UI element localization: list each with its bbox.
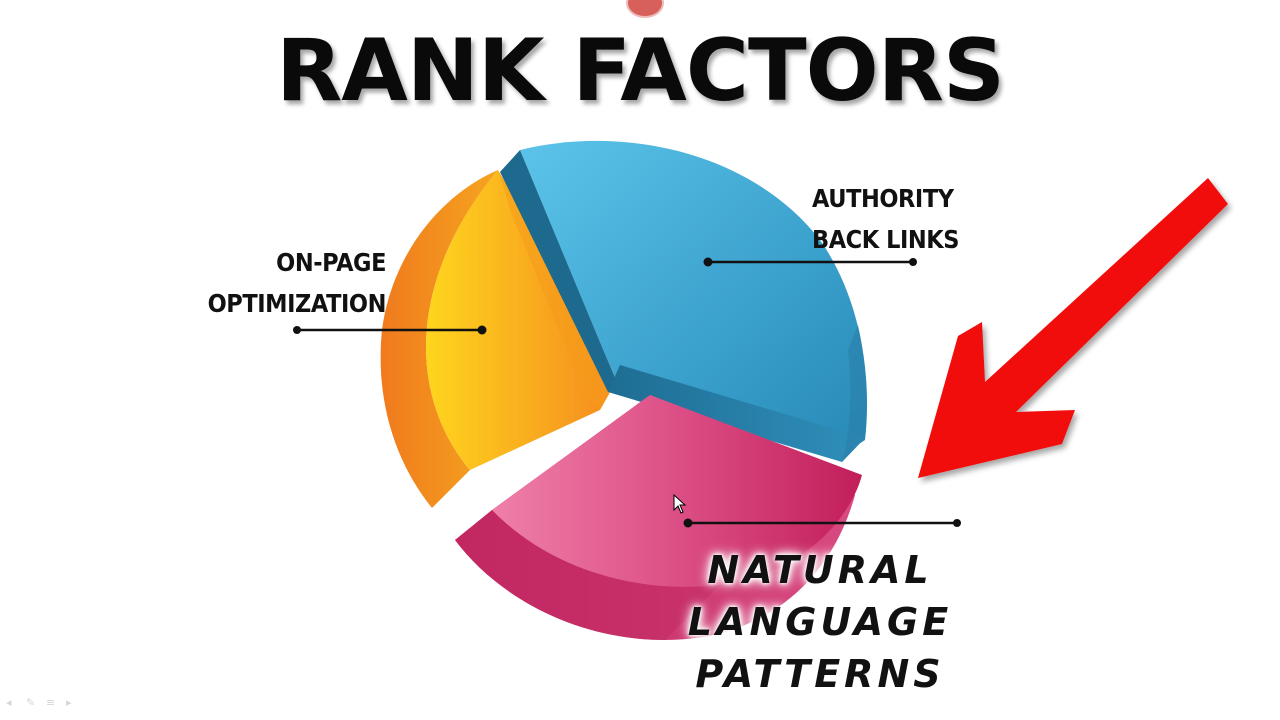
red-arrow-icon <box>918 178 1228 478</box>
next-slide-icon[interactable]: ▸ <box>66 696 72 709</box>
label-on-page-line-2: OPTIMIZATION <box>207 289 387 318</box>
prev-slide-icon[interactable]: ◂ <box>6 696 12 709</box>
leader-line-authority <box>703 257 917 267</box>
label-natural-line-3: PATTERNS <box>695 652 945 696</box>
leader-line-natural <box>683 518 961 528</box>
label-authority: AUTHORITY BACK LINKS <box>812 178 974 260</box>
label-on-page-line-1: ON-PAGE <box>276 248 386 277</box>
leader-line-on-page <box>293 325 487 335</box>
menu-icon[interactable]: ≡ <box>46 696 56 709</box>
label-on-page: ON-PAGE OPTIMIZATION <box>197 242 387 324</box>
label-natural-language: NATURAL LANGUAGE PATTERNS <box>640 544 1000 700</box>
slide-title: RANK FACTORS <box>276 21 1005 121</box>
label-natural-line-2: LANGUAGE <box>687 600 953 644</box>
pie-slice-natural <box>455 395 862 640</box>
pie-slice-authority <box>500 140 868 462</box>
pen-icon[interactable]: ✎ <box>26 696 36 709</box>
label-authority-line-2: BACK LINKS <box>812 225 960 254</box>
label-authority-line-1: AUTHORITY <box>812 184 954 213</box>
slide-toolbar: ◂ ✎ ≡ ▸ <box>6 696 80 709</box>
label-natural-line-1: NATURAL <box>707 548 933 592</box>
mouse-cursor-icon <box>673 494 687 514</box>
